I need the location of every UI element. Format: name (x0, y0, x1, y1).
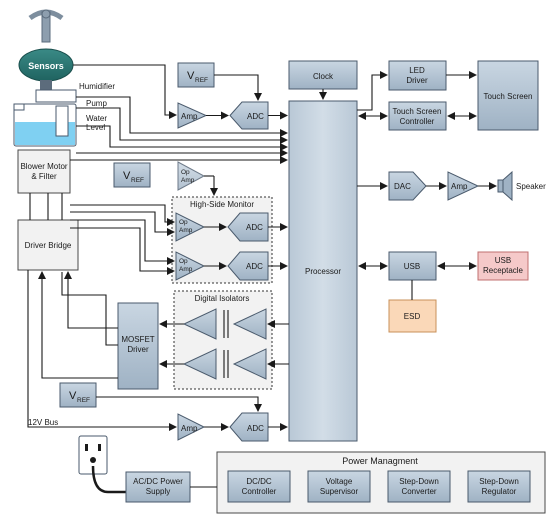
mosfet-label-1: MOSFET (121, 335, 154, 344)
sensor-adc-label: ADC (247, 112, 264, 121)
processor-label: Processor (305, 267, 341, 276)
clock-label: Clock (313, 72, 334, 81)
led-driver-label-2: Driver (406, 76, 428, 85)
touch-screen-label: Touch Screen (484, 92, 533, 101)
hsm-opamp-2-op: Op (179, 258, 188, 265)
step-down-converter-label-2: Converter (401, 487, 436, 496)
sensors-label: Sensors (28, 61, 64, 71)
processor-block (288, 100, 358, 442)
isolator-2 (182, 348, 267, 380)
vref-mid-v: V (123, 170, 131, 182)
step-down-regulator-label-2: Regulator (482, 487, 517, 496)
usb-label: USB (404, 262, 420, 271)
vref-bottom-sub: REF (77, 397, 90, 404)
voltage-supervisor-label-2: Supervisor (320, 487, 359, 496)
speaker-label: Speaker (516, 182, 546, 191)
usb-receptacle-label-2: Receptacle (483, 266, 524, 275)
tsc-label-2: Controller (400, 117, 435, 126)
usb-block (388, 251, 437, 281)
bus-amp-label: Amp (181, 424, 198, 433)
vref-bottom-v: V (69, 390, 77, 402)
speaker-amp-label: Amp (451, 182, 468, 191)
high-side-monitor-label: High-Side Monitor (190, 200, 254, 209)
vref-mid-sub: REF (131, 177, 144, 184)
valve-icon (28, 9, 64, 43)
step-down-converter-block (387, 470, 451, 503)
dcdc-label-1: DC/DC (246, 477, 272, 486)
step-down-regulator-label-1: Step-Down (479, 477, 519, 486)
sensor-stem (40, 80, 52, 90)
opamp-standalone-amp: Amp (181, 177, 195, 184)
led-driver-block (388, 60, 447, 91)
speaker-icon (497, 170, 513, 202)
bus-label: 12V Bus (28, 418, 58, 427)
sensor-assembly: Sensors (18, 9, 74, 90)
humidifier-label: Humidifier (79, 82, 115, 91)
touch-screen-block (477, 60, 539, 131)
vref-top-sub: REF (195, 77, 208, 84)
hsm-adc-2-label: ADC (246, 262, 263, 271)
usb-receptacle-block (477, 251, 529, 281)
vref-bottom (59, 382, 97, 408)
humidifier-tank (13, 89, 77, 147)
opamp-standalone-op: Op (181, 169, 190, 176)
vref-top-v: V (187, 70, 195, 82)
hsm-opamp-1-amp: Amp (179, 227, 193, 234)
sensor-amp (177, 102, 208, 129)
wall-outlet-icon (78, 435, 126, 494)
hsm-opamp-1 (175, 212, 206, 242)
hsm-adc-1-label: ADC (246, 223, 263, 232)
bus-amp (177, 413, 206, 441)
hsm-opamp-2 (175, 251, 206, 281)
isolator-1 (182, 308, 267, 340)
water-level-label-2: Level (86, 123, 105, 132)
vref-top (177, 62, 215, 88)
opamp-standalone (177, 161, 206, 191)
step-down-converter-label-1: Step-Down (399, 477, 439, 486)
blower-motor-block (17, 149, 71, 194)
hsm-opamp-2-amp: Amp (179, 266, 193, 273)
led-driver-label-1: LED (409, 66, 425, 75)
mosfet-driver-block (117, 302, 159, 390)
hsm-opamp-1-op: Op (179, 219, 188, 226)
esd-label: ESD (404, 312, 421, 321)
dac-block (388, 171, 427, 201)
pump-label: Pump (86, 99, 107, 108)
water-level-label-1: Water (86, 114, 107, 123)
blower-label-1: Blower Motor (20, 162, 67, 171)
dcdc-controller-block (227, 470, 291, 503)
digital-isolators-label: Digital Isolators (195, 294, 250, 303)
clock-block (288, 60, 358, 90)
vref-mid (113, 162, 151, 188)
mosfet-label-2: Driver (127, 345, 149, 354)
tsc-label-1: Touch Screen (393, 107, 442, 116)
bus-adc-label: ADC (247, 424, 264, 433)
step-down-regulator-block (467, 470, 531, 503)
esd-block (388, 299, 437, 333)
voltage-supervisor-block (307, 470, 371, 503)
voltage-supervisor-label-1: Voltage (326, 477, 353, 486)
acdc-label-1: AC/DC Power (133, 477, 183, 486)
usb-receptacle-label-1: USB (495, 256, 511, 265)
power-management-title: Power Managment (342, 456, 418, 466)
driver-bridge-label: Driver Bridge (25, 241, 72, 250)
touch-screen-controller-block (388, 101, 447, 131)
blower-label-2: & Filter (31, 172, 57, 181)
acdc-label-2: Supply (146, 487, 170, 496)
dac-label: DAC (394, 182, 411, 191)
speaker-amp (447, 171, 480, 201)
sensor-amp-label: Amp (181, 112, 198, 121)
dcdc-label-2: Controller (242, 487, 277, 496)
connection-lines (27, 64, 497, 488)
